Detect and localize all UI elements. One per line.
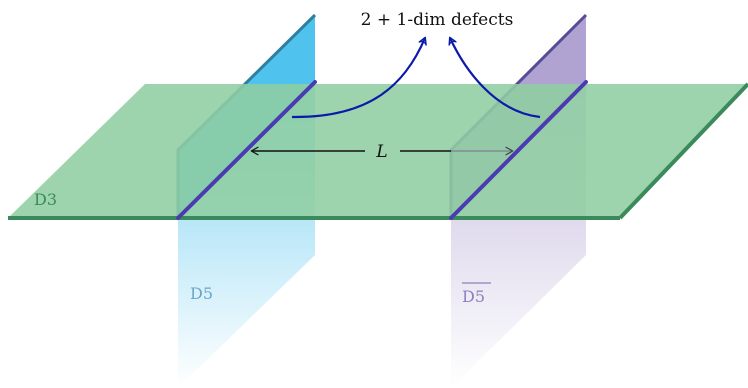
d3-brane: [8, 84, 748, 218]
anti-d5-defect-line: [449, 80, 588, 220]
d3-right-edge: [618, 82, 748, 220]
d5-label: D5: [190, 284, 213, 303]
d5-defect-line: [176, 80, 317, 220]
defect-arrow-right: [448, 36, 541, 119]
anti-d5-label: D5: [462, 287, 485, 306]
separation-label: L: [375, 142, 387, 162]
defect-arrow-left: [291, 36, 427, 119]
d3-label: D3: [34, 190, 57, 209]
diagram-title: 2 + 1-dim defects: [361, 10, 514, 30]
